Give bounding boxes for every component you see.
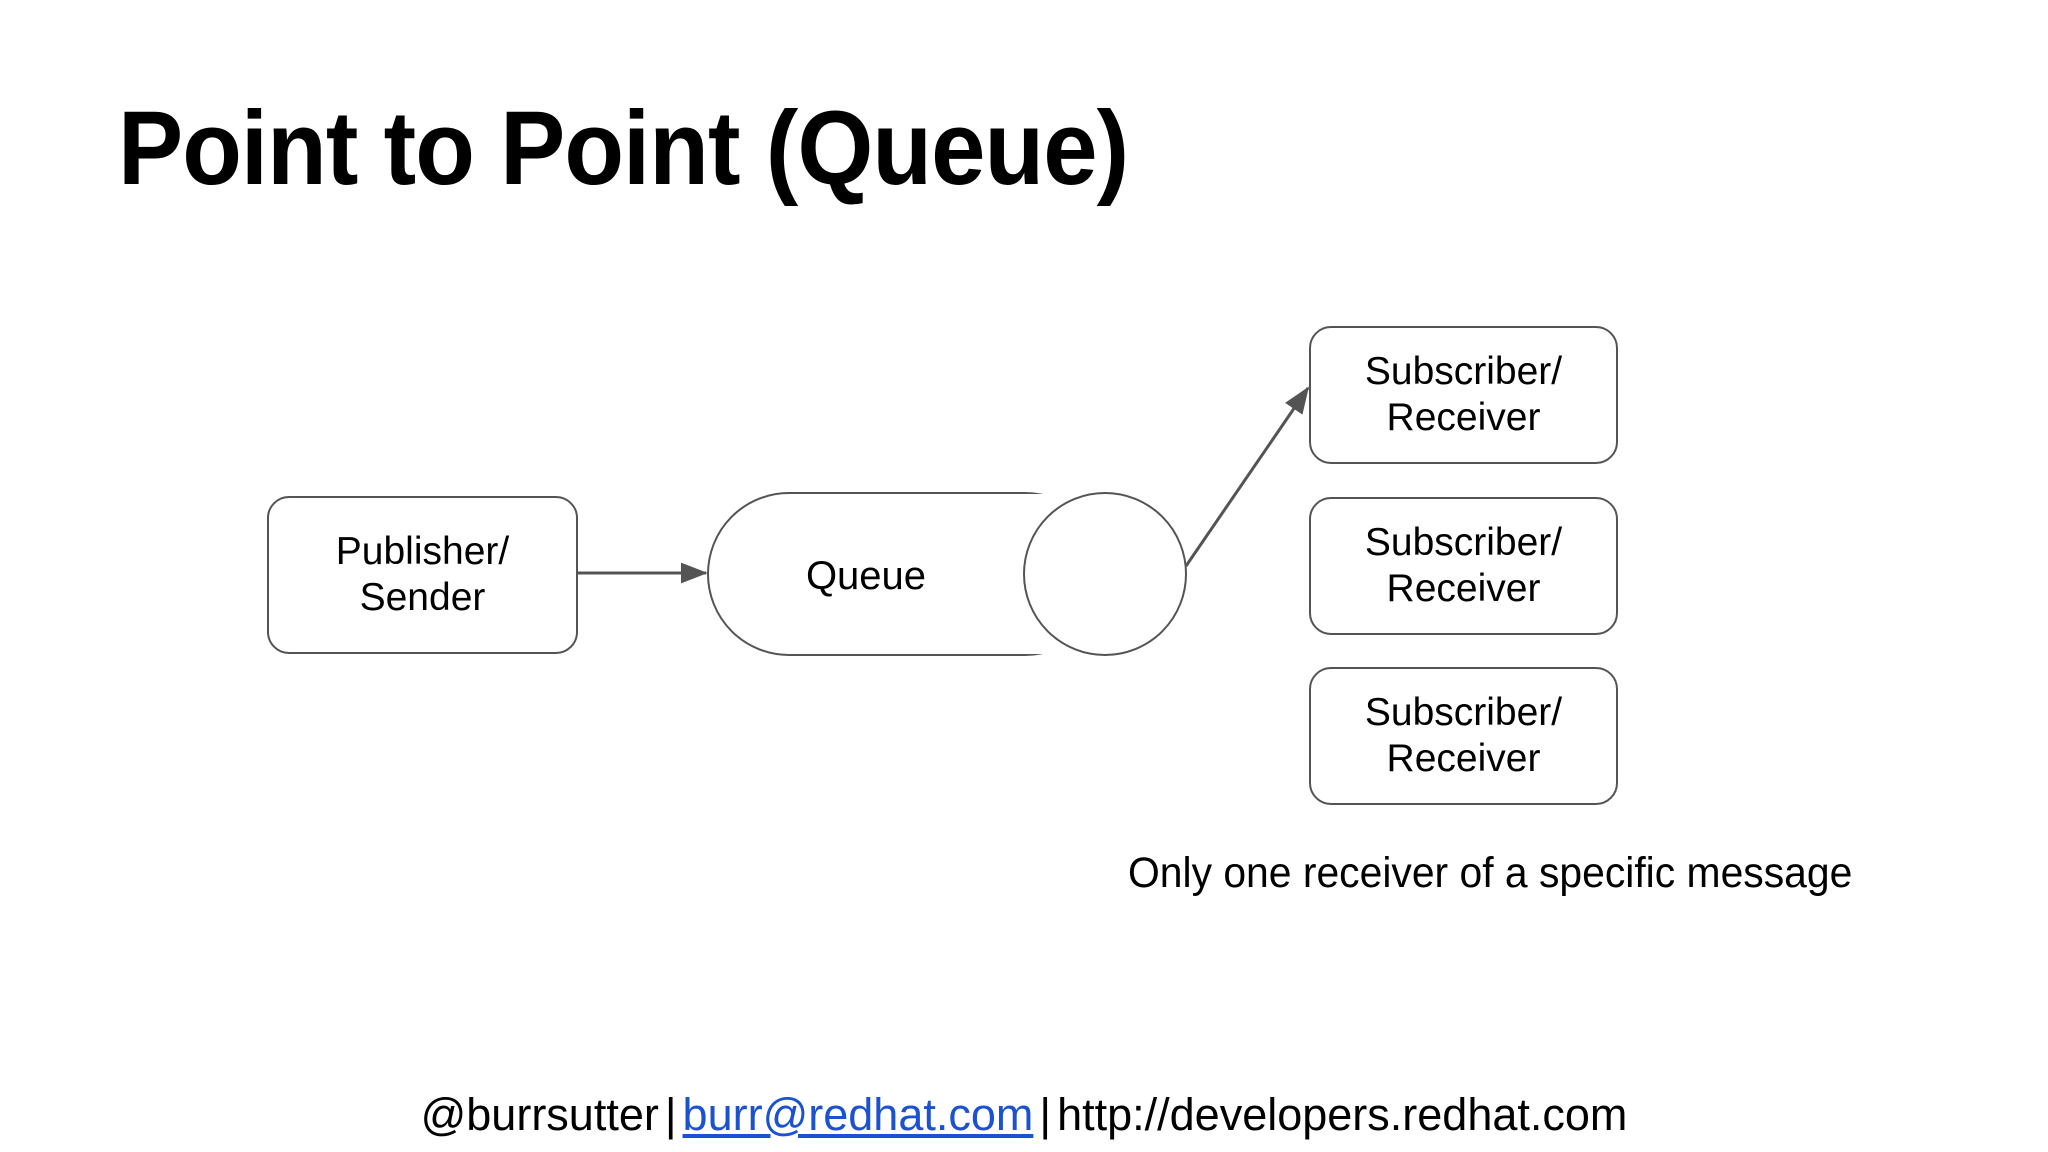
page-title: Point to Point (Queue) (118, 90, 1129, 207)
subscriber-1-label-line2: Receiver (1386, 396, 1541, 439)
subscriber-3-label-line2: Receiver (1386, 737, 1541, 780)
node-subscriber-receiver-2[interactable]: Subscriber/ Receiver (1309, 497, 1618, 635)
footer-separator-1: | (664, 1089, 677, 1140)
subscriber-2-label-line2: Receiver (1386, 567, 1541, 610)
queue-end-cap-circle (1023, 492, 1187, 656)
footer-separator-2: | (1039, 1089, 1052, 1140)
publisher-label-line1: Publisher/ (335, 529, 510, 573)
subscriber-1-label-line1: Subscriber/ (1364, 349, 1563, 393)
node-subscriber-receiver-3[interactable]: Subscriber/ Receiver (1309, 667, 1618, 805)
queue-label: Queue (805, 554, 927, 598)
footer-website: http://developers.redhat.com (1057, 1089, 1628, 1140)
subscriber-3-label-line1: Subscriber/ (1364, 690, 1563, 734)
publisher-label-line2: Sender (359, 576, 486, 619)
diagram-caption: Only one receiver of a specific message (1128, 849, 1853, 897)
footer-email-link[interactable]: burr@redhat.com (682, 1089, 1034, 1140)
subscriber-2-label-line1: Subscriber/ (1364, 520, 1563, 564)
footer: @burrsutter|burr@redhat.com|http://devel… (0, 1090, 2048, 1140)
node-subscriber-receiver-1[interactable]: Subscriber/ Receiver (1309, 326, 1618, 464)
node-publisher-sender[interactable]: Publisher/ Sender (267, 496, 578, 654)
arrow-queue-to-subscriber-1 (1184, 386, 1310, 567)
footer-handle: @burrsutter (420, 1089, 659, 1140)
